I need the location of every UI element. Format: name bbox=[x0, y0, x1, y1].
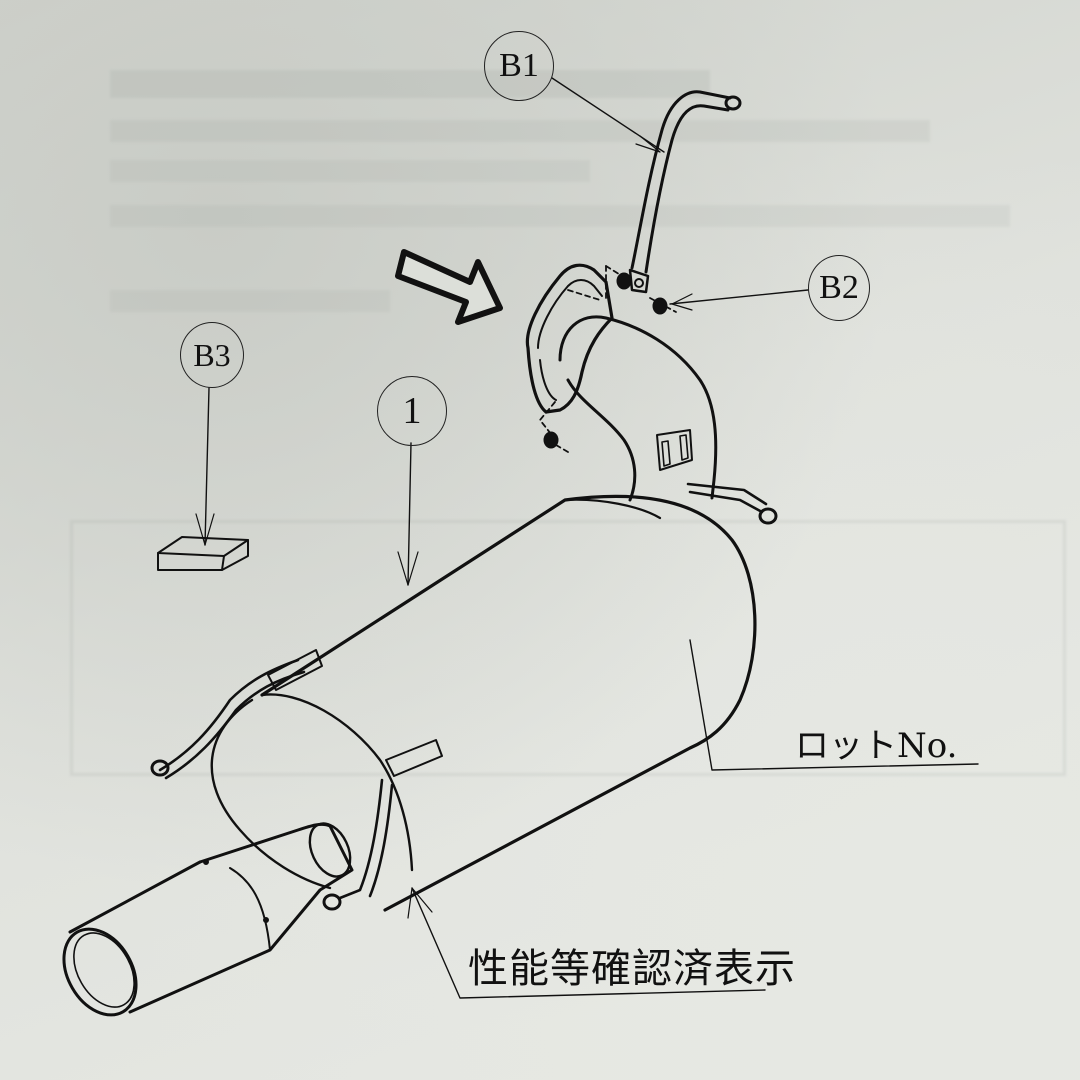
callout-part-1: 1 bbox=[377, 376, 447, 446]
bleed-through-text bbox=[110, 205, 1010, 227]
performance-confirmation-label: 性能等確認済表示 bbox=[468, 946, 796, 992]
leader-lines bbox=[195, 77, 979, 999]
bleed-through-text bbox=[110, 290, 390, 312]
callout-b3: B3 bbox=[180, 322, 244, 388]
rubber-pad bbox=[157, 536, 249, 571]
muffler-straps bbox=[150, 649, 443, 911]
hanger-bracket bbox=[628, 90, 742, 294]
bleed-through-text bbox=[110, 160, 590, 182]
bleed-through-text bbox=[110, 120, 930, 142]
bleed-through-box bbox=[70, 520, 1066, 776]
direction-arrow-icon bbox=[395, 249, 503, 325]
muffler-body bbox=[210, 494, 757, 912]
bleed-through-text bbox=[110, 70, 710, 98]
callout-b1: B1 bbox=[484, 31, 554, 101]
callout-b2: B2 bbox=[808, 255, 870, 321]
inlet-flange bbox=[525, 263, 614, 414]
flange-nuts bbox=[543, 272, 668, 449]
assembly-dashed-lines bbox=[539, 265, 677, 453]
tail-pipe bbox=[62, 822, 354, 1017]
inlet-pipe bbox=[558, 315, 778, 525]
lot-number-label: ロットNo. bbox=[795, 726, 958, 766]
